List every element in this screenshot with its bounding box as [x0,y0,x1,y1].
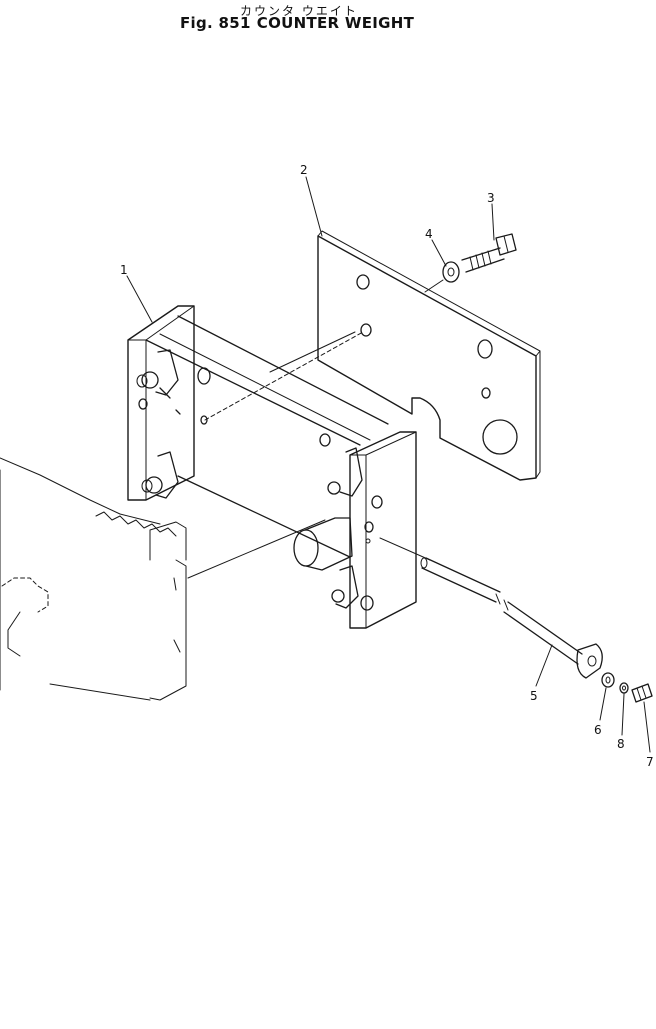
part-1-bracket [127,305,417,629]
leader-7 [643,701,651,753]
leader-1 [126,275,153,323]
leader-2 [305,176,323,237]
callout-3: 3 [487,191,495,205]
bolt-axis-line [424,279,444,293]
callout-6: 6 [594,723,602,737]
callout-2: 2 [300,163,308,177]
assembly-line-plate [269,331,356,373]
pin-axis-line [379,537,431,561]
callout-5: 5 [530,689,538,703]
leader-4 [431,239,447,267]
machine-body-outline [0,457,187,701]
leader-3 [491,203,495,241]
part-3-bolt [461,233,517,273]
figure-name: COUNTER WEIGHT [256,14,415,32]
leader-5 [535,644,553,687]
part-4-washer [442,261,460,283]
callout-8: 8 [617,737,625,751]
part-2-plate [317,230,541,481]
title-japanese: カウンタ ウエイト [240,4,358,18]
part-5-pin [420,557,603,679]
part-7-bolt [631,683,653,703]
leader-8 [621,693,625,736]
part-8-lock-washer [619,682,629,694]
callout-4: 4 [425,227,433,241]
assembly-line-upper [204,331,364,421]
figure-title: Fig. 851 COUNTER WEIGHT [180,14,414,32]
leader-6 [599,687,607,721]
callout-7: 7 [646,755,654,769]
callout-1: 1 [120,263,128,277]
part-6-washer [601,672,615,688]
assembly-line-lower [187,519,326,579]
figure-number: Fig. 851 [180,14,251,32]
